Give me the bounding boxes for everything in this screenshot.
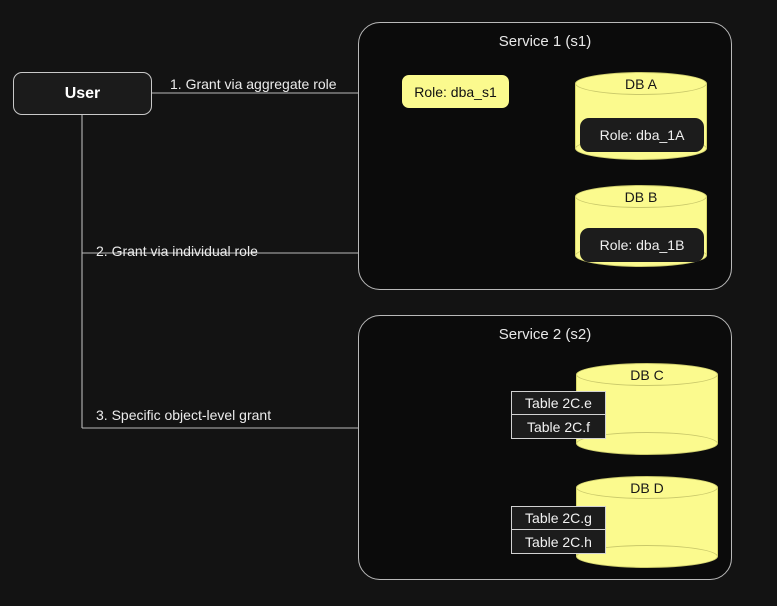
database-db-c-label: DB C	[630, 367, 664, 383]
role-dba-1a-label: Role: dba_1A	[599, 127, 685, 143]
edge-label-3: 3. Specific object-level grant	[96, 407, 272, 423]
database-db-a-label: DB A	[625, 76, 657, 92]
table-2c-g-node[interactable]: Table 2C.g	[511, 506, 606, 530]
table-2c-f-node[interactable]: Table 2C.f	[511, 414, 606, 439]
table-2c-e-node[interactable]: Table 2C.e	[511, 391, 606, 415]
user-node-label: User	[64, 84, 101, 102]
aggregate-role-node[interactable]: Role: dba_s1	[402, 75, 509, 108]
service-2-title: Service 2 (s2)	[498, 326, 592, 343]
table-2c-h-node[interactable]: Table 2C.h	[511, 529, 606, 554]
edge-label-1: 1. Grant via aggregate role	[170, 76, 337, 92]
aggregate-role-label: Role: dba_s1	[414, 83, 497, 100]
table-2c-h-label: Table 2C.h	[525, 533, 592, 550]
cylinder-top	[575, 185, 707, 208]
cylinder-top	[575, 72, 707, 95]
database-db-d-label: DB D	[630, 480, 664, 496]
service-1-title: Service 1 (s1)	[498, 33, 592, 50]
cylinder-top	[576, 476, 718, 499]
database-db-b-label: DB B	[624, 189, 658, 205]
edge-label-2: 2. Grant via individual role	[96, 243, 258, 259]
role-dba-1b-label: Role: dba_1B	[599, 237, 685, 253]
cylinder-bottom	[576, 432, 718, 455]
cylinder-top	[576, 363, 718, 386]
role-dba-1a-node[interactable]: Role: dba_1A	[580, 118, 704, 152]
user-node[interactable]: User	[13, 72, 152, 115]
cylinder-bottom	[576, 545, 718, 568]
table-2c-f-label: Table 2C.f	[526, 418, 591, 435]
role-dba-1b-node[interactable]: Role: dba_1B	[580, 228, 704, 262]
table-2c-e-label: Table 2C.e	[525, 395, 592, 411]
table-2c-g-label: Table 2C.g	[525, 510, 592, 526]
